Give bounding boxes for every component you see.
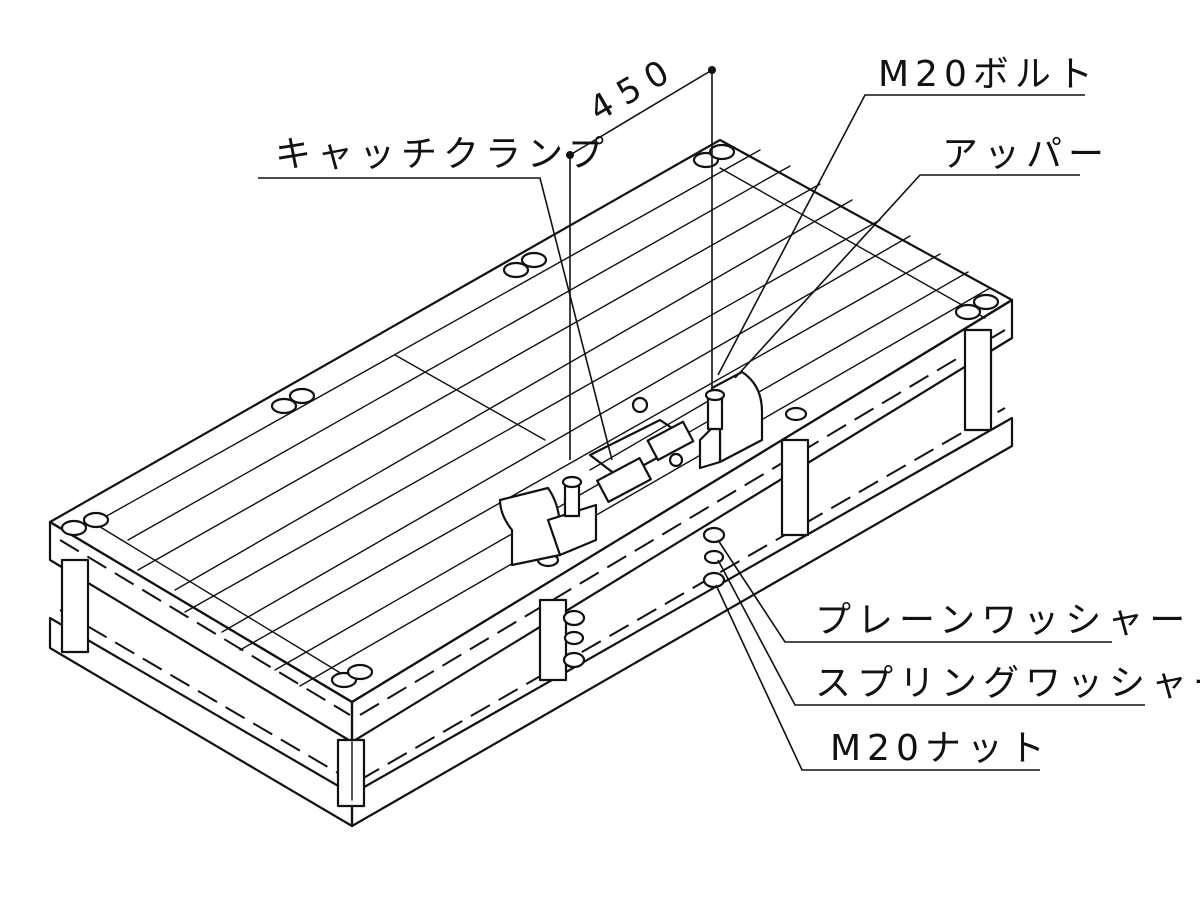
label-plain-washer: プレーンワッシャー <box>815 600 1191 641</box>
block-left-rear <box>502 251 548 279</box>
label-m20-bolt: M20ボルト <box>878 54 1099 95</box>
label-upper: アッパー <box>942 134 1110 175</box>
part-labels: キャッチクランプ M20ボルト アッパー プレーンワッシャー スプリングワッシャ… <box>275 54 1200 769</box>
leader-spring-washer <box>717 559 1145 706</box>
label-spring-washer: スプリングワッシャー <box>815 663 1200 704</box>
block-left-mid <box>270 387 316 415</box>
label-m20-nut: M20ナット <box>830 728 1051 769</box>
leader-plain-washer <box>717 539 1112 643</box>
leader-m20-bolt <box>717 94 1085 376</box>
plain-washer-left <box>562 609 586 627</box>
top-deck-frame <box>48 138 1014 744</box>
deck-bolt-head <box>784 406 808 422</box>
spring-washer-right <box>703 549 725 565</box>
m20-nut-right <box>702 571 726 589</box>
leader-m20-nut <box>715 584 1040 771</box>
m20-nut-left <box>562 651 586 669</box>
block-right <box>954 293 1000 321</box>
block-rear <box>692 143 736 169</box>
block-front <box>330 663 374 689</box>
leader-upper <box>734 174 1080 379</box>
catch-clamp-assembly <box>498 370 764 567</box>
leader-lines <box>258 94 1145 771</box>
corner-blocks <box>60 143 1000 689</box>
label-catch-clamp: キャッチクランプ <box>275 134 610 175</box>
block-left-front <box>60 511 110 537</box>
washers-and-nuts <box>562 526 726 669</box>
leader-catch-clamp <box>258 177 613 461</box>
legs <box>60 328 993 808</box>
spring-washer-left <box>563 630 585 646</box>
plain-washer-right <box>702 526 726 544</box>
